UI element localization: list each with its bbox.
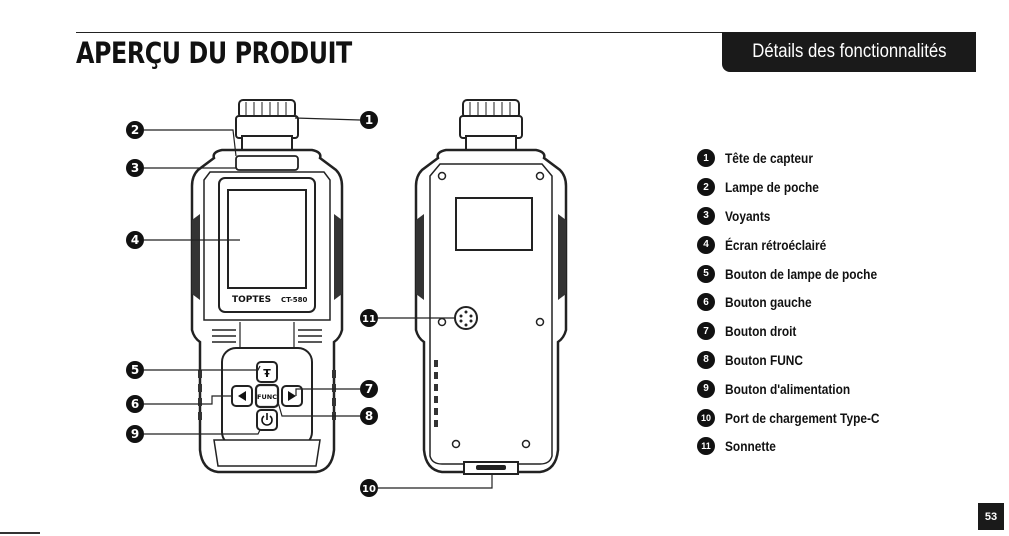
legend-number: 2 — [697, 178, 715, 196]
svg-text:1: 1 — [365, 113, 373, 127]
callout-9: 9 — [126, 425, 144, 443]
callout-3: 3 — [126, 159, 144, 177]
backlit-screen — [228, 190, 306, 288]
func-button-label: FUNC — [257, 393, 277, 401]
back-label-area — [456, 198, 532, 250]
legend-number: 7 — [697, 322, 715, 340]
legend-label: Bouton FUNC — [725, 352, 803, 368]
svg-text:8: 8 — [365, 409, 373, 423]
svg-text:7: 7 — [365, 382, 373, 396]
svg-text:9: 9 — [131, 427, 139, 441]
legend-number: 4 — [697, 236, 715, 254]
svg-text:4: 4 — [131, 233, 139, 247]
legend-label: Tête de capteur — [725, 150, 813, 166]
legend-item: 2 Lampe de poche — [697, 173, 907, 202]
device-model: CT-580 — [281, 296, 308, 304]
legend-number: 11 — [697, 437, 715, 455]
legend-item: 1 Tête de capteur — [697, 144, 907, 173]
svg-text:2: 2 — [131, 123, 139, 137]
callout-5: 5 — [126, 361, 144, 379]
feature-legend: 1 Tête de capteur 2 Lampe de poche 3 Voyant… — [697, 144, 907, 461]
legend-item: 9 Bouton d'alimentation — [697, 374, 907, 403]
svg-text:5: 5 — [131, 363, 139, 377]
legend-number: 8 — [697, 351, 715, 369]
legend-item: 3 Voyants — [697, 202, 907, 231]
svg-text:6: 6 — [131, 397, 139, 411]
legend-label: Bouton d'alimentation — [725, 381, 850, 397]
svg-text:Ŧ: Ŧ — [263, 367, 271, 380]
callout-8: 8 — [360, 407, 378, 425]
device-brand: TOPTES — [232, 295, 271, 305]
svg-text:11: 11 — [362, 314, 376, 325]
legend-item: 11 Sonnette — [697, 432, 907, 461]
device-back-view — [416, 100, 566, 474]
legend-item: 8 Bouton FUNC — [697, 346, 907, 375]
legend-item: 7 Bouton droit — [697, 317, 907, 346]
callout-1: 1 — [360, 111, 378, 129]
legend-label: Port de chargement Type-C — [725, 410, 880, 426]
legend-number: 1 — [697, 149, 715, 167]
legend-label: Sonnette — [725, 438, 776, 454]
callout-6: 6 — [126, 395, 144, 413]
legend-number: 6 — [697, 293, 715, 311]
svg-text:10: 10 — [362, 484, 376, 495]
callout-4: 4 — [126, 231, 144, 249]
legend-item: 10 Port de chargement Type-C — [697, 403, 907, 432]
legend-label: Lampe de poche — [725, 179, 819, 195]
flashlight-window — [236, 156, 298, 170]
page-number: 53 — [978, 503, 1004, 530]
legend-number: 10 — [697, 409, 715, 427]
legend-label: Bouton droit — [725, 323, 796, 339]
legend-label: Écran rétroéclairé — [725, 237, 826, 253]
legend-item: 4 Écran rétroéclairé — [697, 230, 907, 259]
section-tab-label: Détails des fonctionnalités — [752, 41, 946, 63]
callout-2: 2 — [126, 121, 144, 139]
callout-10: 10 — [360, 479, 378, 497]
product-diagram: TOPTES CT-580 Ŧ FUNC — [0, 0, 620, 536]
legend-number: 9 — [697, 380, 715, 398]
legend-label: Bouton de lampe de poche — [725, 266, 877, 282]
legend-label: Bouton gauche — [725, 294, 812, 310]
callout-11: 11 — [360, 309, 378, 327]
legend-number: 5 — [697, 265, 715, 283]
section-tab: Détails des fonctionnalités — [722, 32, 976, 72]
bottom-edge-mark — [0, 532, 40, 534]
callout-7: 7 — [360, 380, 378, 398]
legend-item: 5 Bouton de lampe de poche — [697, 259, 907, 288]
legend-number: 3 — [697, 207, 715, 225]
legend-item: 6 Bouton gauche — [697, 288, 907, 317]
legend-label: Voyants — [725, 208, 770, 224]
svg-text:3: 3 — [131, 161, 139, 175]
